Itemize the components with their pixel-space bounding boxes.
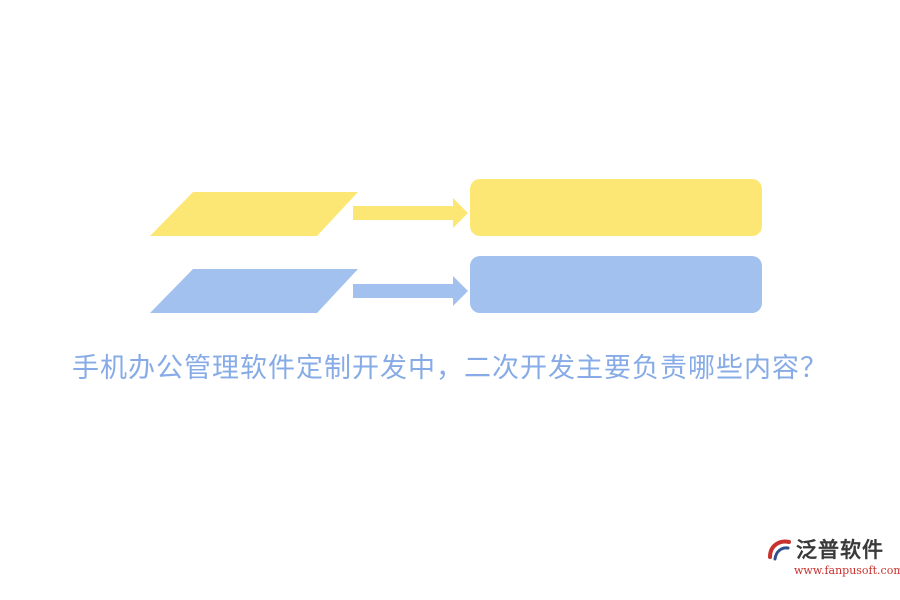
blue-parallelogram: [150, 269, 358, 313]
yellow-parallelogram: [150, 192, 358, 236]
flow-diagram-svg: [150, 179, 762, 313]
brand-url: www.fanpusoft.com: [794, 564, 900, 577]
yellow-arrow: [353, 198, 468, 228]
brand-mark-inner: [773, 546, 790, 561]
brand-mark-icon: [768, 539, 791, 561]
yellow-box: [470, 179, 762, 236]
blue-arrow: [353, 276, 468, 306]
blue-box: [470, 256, 762, 313]
headline-text: 手机办公管理软件定制开发中，二次开发主要负责哪些内容？: [72, 353, 828, 384]
brand-name: 泛普软件: [796, 538, 884, 562]
flow-diagram: [150, 179, 762, 313]
brand-logo: 泛普软件 www.fanpusoft.com: [766, 534, 900, 584]
brand-mark-swoosh: [768, 539, 791, 559]
